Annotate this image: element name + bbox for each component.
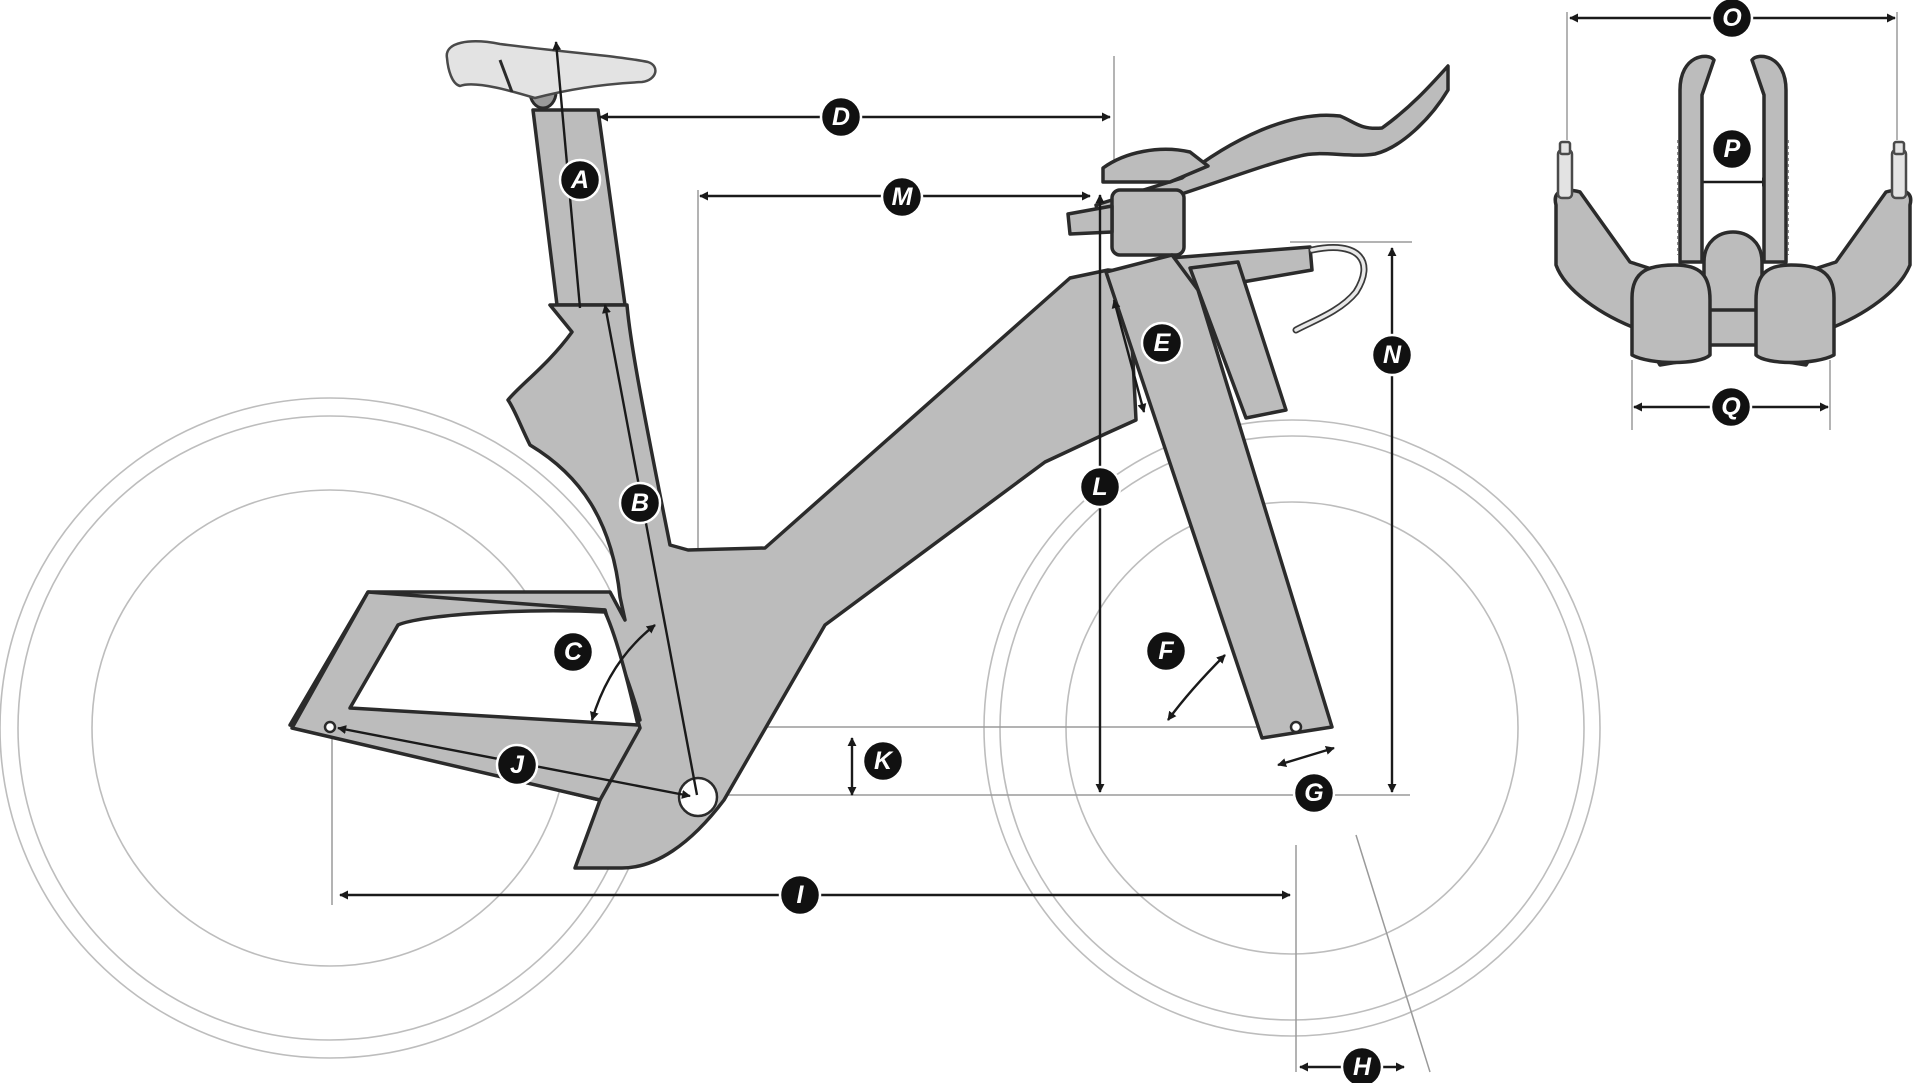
- label-c: C: [551, 630, 595, 674]
- front-wheel: [983, 419, 1601, 1037]
- label-k: K: [861, 739, 905, 783]
- label-g: G: [1292, 771, 1336, 815]
- label-p: P: [1710, 127, 1754, 171]
- svg-text:E: E: [1154, 329, 1172, 357]
- saddle-rail: [498, 59, 514, 93]
- svg-text:O: O: [1722, 4, 1742, 32]
- svg-text:F: F: [1158, 637, 1174, 665]
- fork: [1104, 253, 1334, 740]
- svg-text:B: B: [631, 489, 649, 517]
- label-h: H: [1340, 1045, 1384, 1083]
- svg-text:C: C: [564, 638, 583, 666]
- label-q: Q: [1709, 385, 1753, 429]
- label-f: F: [1144, 629, 1188, 673]
- stem-fairing: [1188, 260, 1288, 420]
- svg-text:J: J: [510, 751, 525, 779]
- svg-text:L: L: [1092, 473, 1107, 501]
- svg-text:N: N: [1383, 341, 1402, 369]
- front-axle: [1289, 720, 1303, 734]
- bottom-bracket: [677, 776, 719, 818]
- label-b: B: [618, 481, 662, 525]
- svg-text:G: G: [1304, 779, 1323, 807]
- svg-text:A: A: [570, 166, 589, 194]
- aerobar-front-view: [1553, 54, 1913, 367]
- label-i: I: [778, 873, 822, 917]
- label-o: O: [1710, 0, 1754, 40]
- label-j: J: [495, 743, 539, 787]
- label-e: E: [1140, 321, 1184, 365]
- svg-text:D: D: [832, 103, 850, 131]
- svg-text:P: P: [1724, 135, 1741, 163]
- saddle: [445, 40, 657, 100]
- svg-text:K: K: [874, 747, 894, 775]
- label-m: M: [880, 175, 924, 219]
- svg-text:H: H: [1353, 1053, 1372, 1081]
- svg-text:M: M: [892, 183, 914, 211]
- label-d: D: [819, 95, 863, 139]
- rear-axle: [323, 720, 337, 734]
- svg-text:Q: Q: [1721, 393, 1741, 421]
- svg-text:I: I: [797, 881, 805, 909]
- label-a: A: [558, 158, 602, 202]
- label-n: N: [1370, 333, 1414, 377]
- label-l: L: [1078, 465, 1122, 509]
- frame: [288, 268, 1138, 870]
